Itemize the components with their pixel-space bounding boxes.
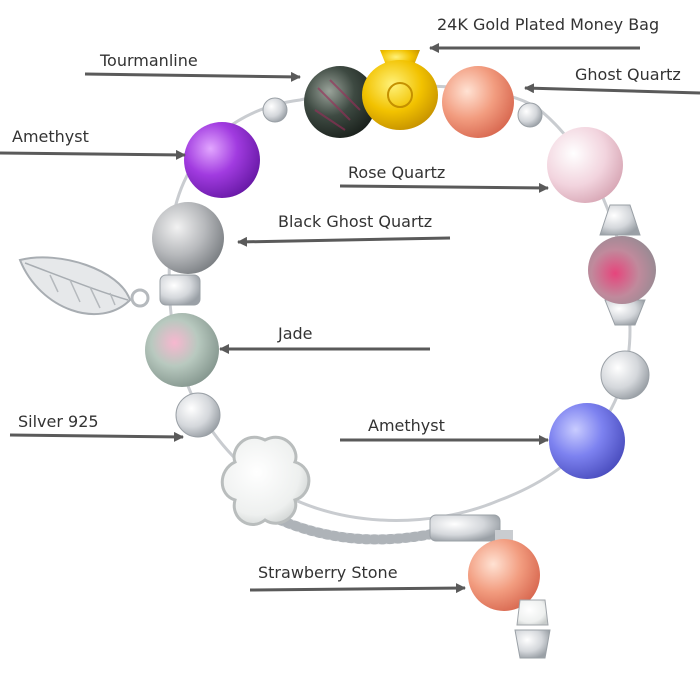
black-ghost-quartz-bead (152, 202, 224, 274)
flower-charm (220, 436, 311, 526)
label-black-ghost-quartz: Black Ghost Quartz (278, 212, 433, 231)
label-amethyst-bottom: Amethyst (368, 416, 445, 435)
amethyst-bead-bottom (549, 403, 625, 479)
label-silver-925: Silver 925 (18, 412, 99, 431)
tourmaline-bead (304, 66, 376, 138)
label-jade: Jade (278, 324, 313, 343)
label-amethyst-top: Amethyst (12, 127, 89, 146)
label-money-bag: 24K Gold Plated Money Bag (437, 15, 660, 34)
jade-bead (145, 313, 219, 387)
rose-quartz-bead (547, 127, 623, 203)
strawberry-stone-charm (468, 530, 551, 659)
label-ghost-quartz: Ghost Quartz (575, 65, 681, 84)
label-rose-quartz: Rose Quartz (348, 163, 446, 182)
money-bag-charm (362, 50, 438, 130)
pink-grey-bead (588, 236, 656, 304)
label-tourmaline: Tourmanline (100, 51, 198, 70)
annotation-arrows (0, 43, 700, 594)
silver-spacers (159, 97, 650, 542)
leaf-charm (18, 256, 150, 316)
label-strawberry-stone: Strawberry Stone (258, 563, 398, 582)
ghost-quartz-bead (442, 66, 514, 138)
amethyst-bead-top (184, 122, 260, 198)
